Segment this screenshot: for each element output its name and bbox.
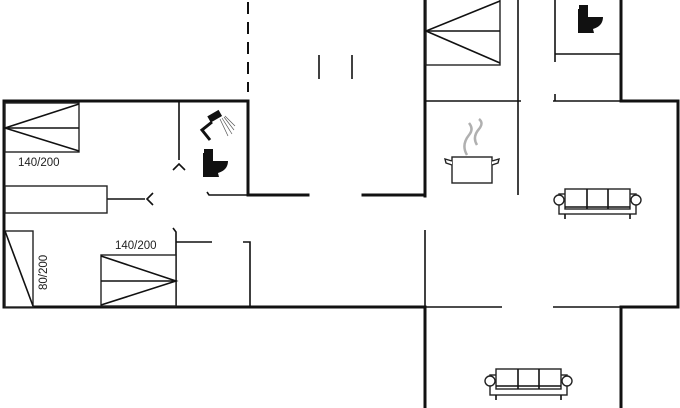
bed-upper	[423, 0, 501, 66]
bed-size-label: 140/200	[18, 157, 60, 169]
sofa-icon	[484, 368, 573, 400]
bed-size-label: 140/200	[115, 240, 157, 252]
bed-double-2	[100, 254, 179, 307]
shower-icon	[199, 109, 236, 141]
interior-walls	[107, 0, 621, 308]
wardrobe	[4, 185, 108, 214]
sofa-icon	[553, 188, 642, 219]
bed-single	[4, 230, 34, 308]
toilet-icon	[203, 149, 228, 177]
bed-size-label: 80/200	[38, 255, 50, 290]
cooking-pot-icon	[444, 118, 500, 184]
toilet-icon	[578, 5, 603, 33]
bed-double-1	[2, 102, 80, 153]
